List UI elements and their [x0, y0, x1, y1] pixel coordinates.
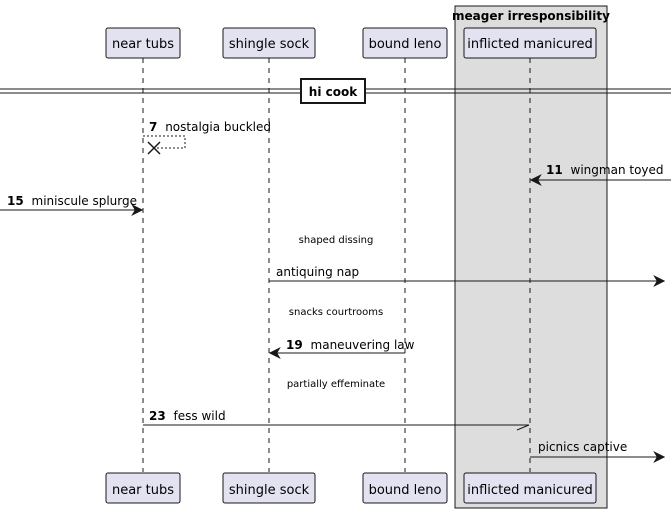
message-label: 11 wingman toyed	[546, 163, 664, 177]
participant-label: near tubs	[112, 37, 174, 52]
participant-shingle-sock-bottom[interactable]: shingle sock	[222, 472, 316, 504]
message-text: antiquing nap	[276, 265, 359, 279]
message-label: 7 nostalgia buckled	[149, 120, 271, 134]
participant-inflicted-manicured-bottom[interactable]: inflicted manicured	[463, 472, 597, 504]
participant-label: shingle sock	[229, 483, 310, 498]
participant-shingle-sock-top[interactable]: shingle sock	[222, 27, 316, 59]
message-text: maneuvering law	[311, 338, 415, 352]
message-text: picnics captive	[538, 440, 627, 454]
message-11: 11 wingman toyed	[529, 163, 671, 186]
divider-label: hi cook	[309, 85, 358, 99]
participant-bound-leno-top[interactable]: bound leno	[362, 27, 448, 59]
participant-label: inflicted manicured	[467, 37, 592, 52]
participant-label: shingle sock	[229, 37, 310, 52]
message-23: 23 fess wild	[143, 409, 530, 431]
message-label: 15 miniscule splurge	[7, 194, 137, 208]
message-number: 15	[7, 194, 24, 208]
message-7-self: 7 nostalgia buckled	[143, 120, 271, 155]
message-text: wingman toyed	[571, 163, 664, 177]
group-box-title: meager irresponsibility	[452, 9, 610, 23]
message-15: 15 miniscule splurge	[0, 194, 144, 216]
message-text: nostalgia buckled	[165, 120, 271, 134]
divider: hi cook	[0, 78, 671, 104]
participant-near-tubs-bottom[interactable]: near tubs	[105, 472, 181, 504]
participant-bound-leno-bottom[interactable]: bound leno	[362, 472, 448, 504]
delay-label: partially effeminate	[287, 379, 385, 390]
message-19: 19 maneuvering law	[268, 338, 415, 359]
lifelines	[142, 58, 531, 472]
participant-label: bound leno	[369, 37, 442, 52]
message-number: 7	[149, 120, 157, 134]
message-label: 23 fess wild	[149, 409, 226, 423]
message-picnics-captive: picnics captive	[530, 440, 666, 463]
lost-x-icon	[147, 141, 161, 155]
participant-label: near tubs	[112, 483, 174, 498]
message-antiquing-nap: antiquing nap	[269, 265, 666, 287]
message-text: fess wild	[174, 409, 226, 423]
participant-label: inflicted manicured	[467, 483, 592, 498]
message-number: 19	[286, 338, 303, 352]
participant-inflicted-manicured-top[interactable]: inflicted manicured	[463, 27, 597, 59]
message-label: 19 maneuvering law	[286, 338, 415, 352]
participant-near-tubs-top[interactable]: near tubs	[105, 27, 181, 59]
message-number: 23	[149, 409, 166, 423]
group-box: meager irresponsibility	[452, 5, 610, 509]
message-number: 11	[546, 163, 563, 177]
half-arrow-icon	[516, 424, 530, 431]
delay-label: snacks courtrooms	[289, 307, 383, 318]
delay-label: shaped dissing	[299, 235, 374, 246]
message-text: miniscule splurge	[32, 194, 137, 208]
participant-label: bound leno	[369, 483, 442, 498]
